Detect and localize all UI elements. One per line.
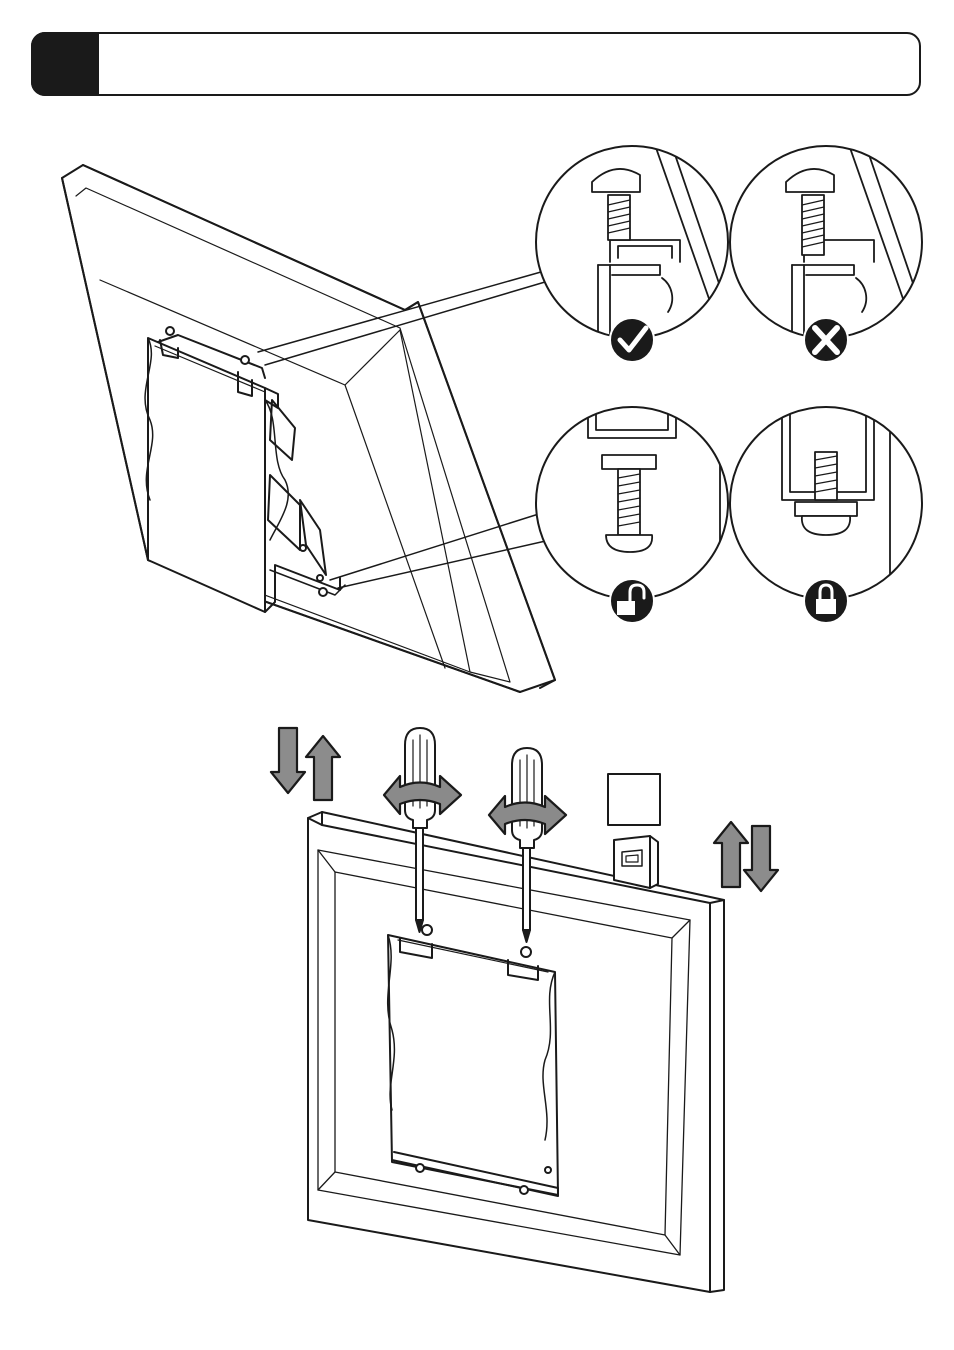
detail-screw-tightened: [730, 407, 922, 623]
detail-correct-engagement: [536, 140, 735, 362]
tv-back-view: [62, 165, 555, 692]
spirit-level: [608, 774, 660, 888]
check-icon: [610, 318, 654, 362]
detail-screw-loosened: [536, 407, 728, 623]
up-down-arrows-left: [271, 728, 340, 800]
detail-incorrect-engagement: [730, 140, 929, 362]
cross-icon: [804, 318, 848, 362]
unlocked-padlock-icon: [610, 579, 654, 623]
up-down-arrows-right: [714, 822, 778, 891]
locked-padlock-icon: [804, 579, 848, 623]
